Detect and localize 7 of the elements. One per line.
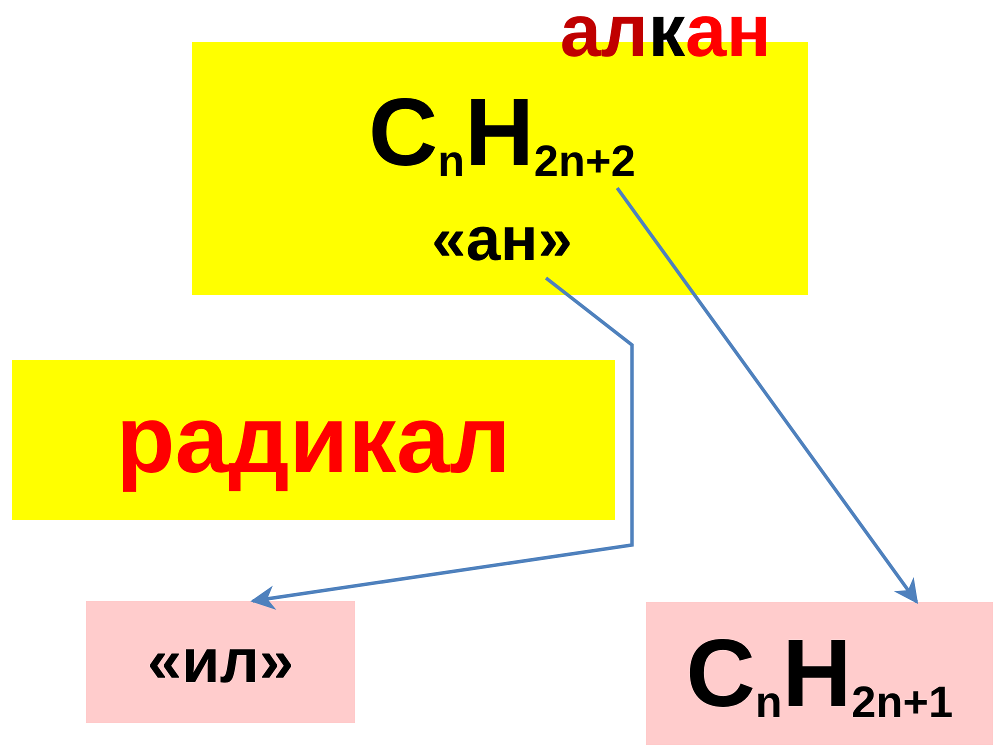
term-box: радикал	[12, 360, 615, 520]
arrow	[616, 186, 918, 604]
formula-text: C$_{n}$H$_{2n+2}$	[342, 78, 662, 188]
suffix-text: «ан»	[392, 202, 612, 278]
suffix-box: «ил»	[86, 601, 355, 723]
formula-box: C$_{n}$H$_{2n+1}$	[646, 602, 993, 745]
arrow	[250, 276, 634, 610]
